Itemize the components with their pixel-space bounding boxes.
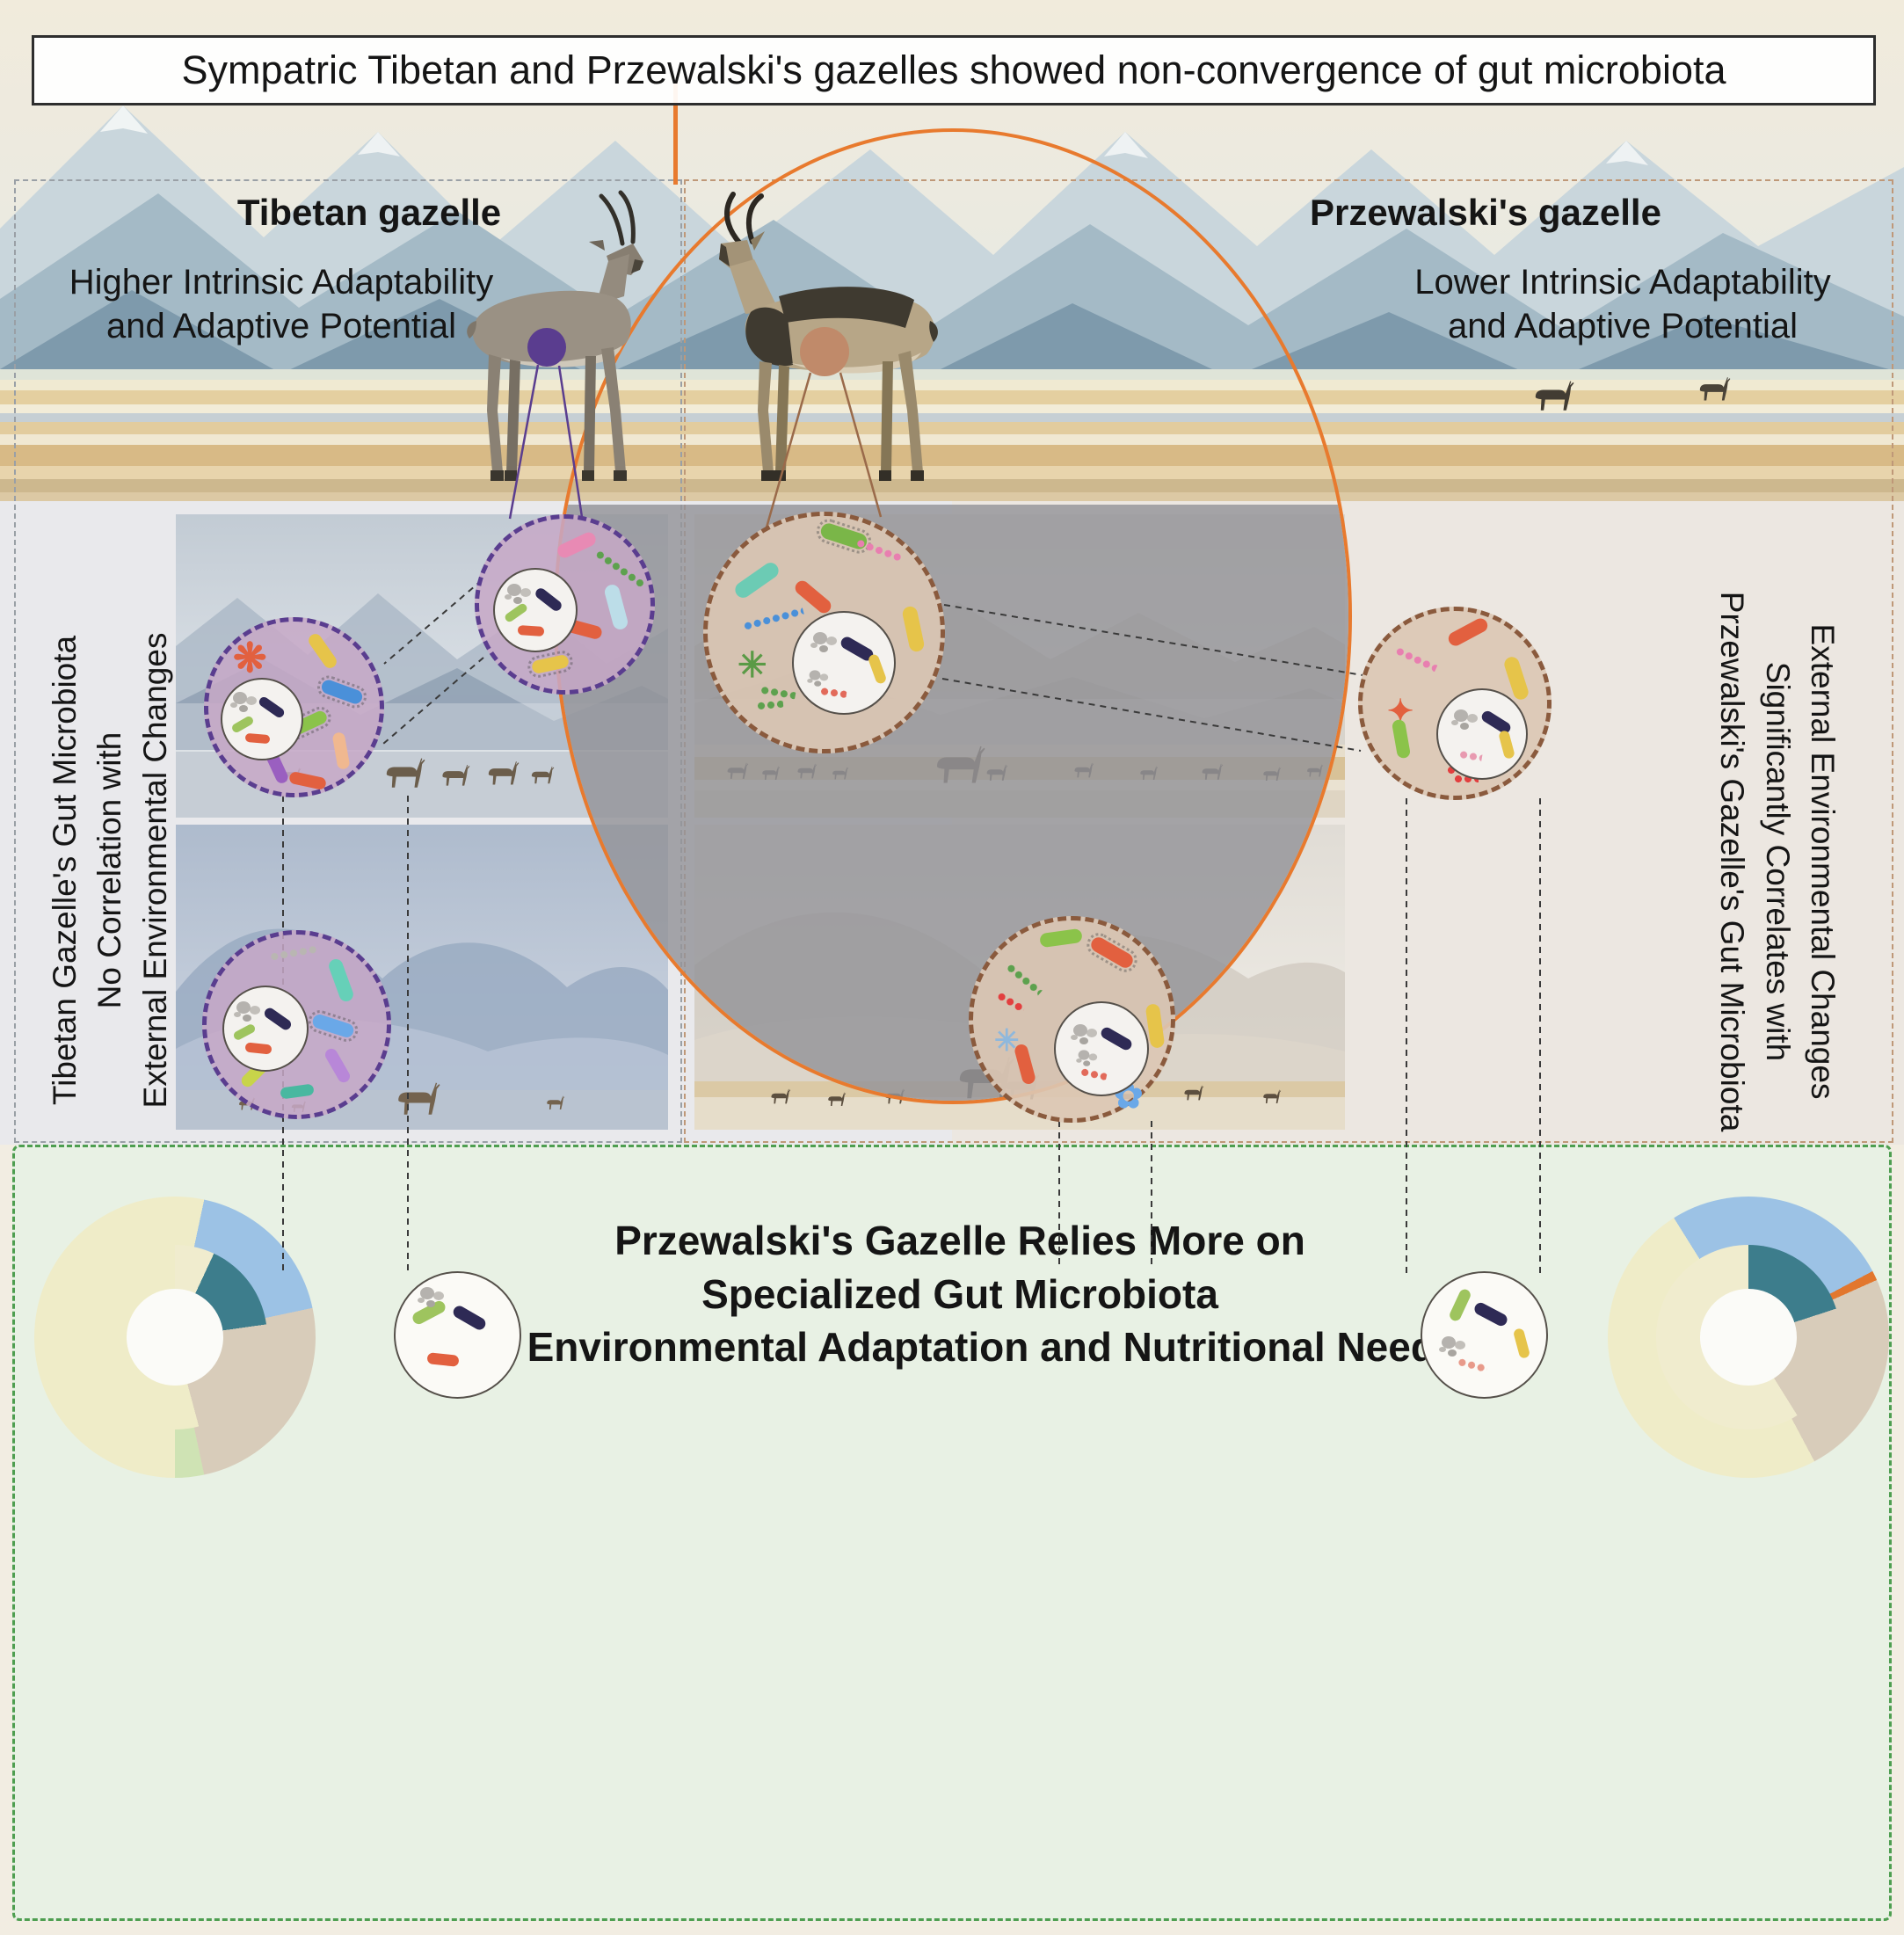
bacteria-capsule-icon <box>526 646 575 682</box>
bacteria-capsule-icon <box>1498 729 1515 760</box>
tibetan-microbiota-circle-main <box>475 514 655 695</box>
bacteria-capsule-icon <box>533 586 564 614</box>
bacteria-dot-chain-icon <box>1394 645 1438 673</box>
przewalski-taxa-donut-chart <box>1608 1197 1889 1478</box>
bacteria-capsule-icon <box>603 583 629 631</box>
bacteria-capsule-icon <box>244 732 271 745</box>
bacteria-dot-chain-icon <box>269 944 320 962</box>
bacteria-capsule-icon <box>306 631 339 671</box>
bacteria-capsule-icon <box>230 715 255 734</box>
bacteria-dot-chain-icon <box>593 549 646 589</box>
bacteria-capsule-icon <box>306 1004 360 1048</box>
gray-matter-blob-icon <box>809 670 821 680</box>
bacteria-capsule-icon <box>1502 655 1530 702</box>
tibetan-gut-sample-dot <box>527 328 566 367</box>
gray-matter-blob-icon <box>236 1001 251 1014</box>
bacteria-dot-chain-icon <box>756 699 784 711</box>
bacteria-capsule-icon <box>555 530 599 560</box>
przewalski-gut-sample-dot <box>800 327 849 376</box>
bacteria-capsule-icon <box>331 731 351 770</box>
bacteria-capsule-icon <box>262 1006 294 1032</box>
przewalski-microbiota-circle-env1: ✦ <box>1358 607 1552 800</box>
bacteria-capsule-icon <box>280 1083 315 1100</box>
bacteria-dot-chain-icon <box>742 607 805 631</box>
bacteria-capsule-icon <box>232 1022 257 1042</box>
bacteria-capsule-icon <box>867 652 888 686</box>
bacteria-capsule-icon <box>1446 615 1490 649</box>
bacteria-capsule-icon <box>426 1352 460 1367</box>
bacteria-capsule-icon <box>1084 924 1140 981</box>
bacteria-capsule-icon <box>323 1046 352 1085</box>
bacteria-capsule-icon <box>411 1298 447 1327</box>
przewalski-microbiota-circle-main: ✳ <box>703 512 945 753</box>
conclusion-text: Przewalski's Gazelle Relies More on Spec… <box>461 1218 1458 1371</box>
gray-matter-blob-icon <box>1454 709 1468 722</box>
bacteria-capsule-icon <box>1099 1025 1134 1052</box>
gray-matter-blob-icon <box>1078 1050 1090 1060</box>
tibetan-vertical-text: Tibetan Gazelle's Gut Microbiota No Corr… <box>47 632 173 1109</box>
donut-hole <box>1700 1289 1797 1386</box>
gray-matter-blob-icon <box>813 632 827 644</box>
bacteria-dot-chain-icon <box>1457 1357 1488 1374</box>
przewalski-heading: Przewalski's gazelle <box>1310 192 1661 233</box>
ellipse-gray-shade <box>557 505 1348 1101</box>
figure-title: Sympatric Tibetan and Przewalski's gazel… <box>181 47 1726 92</box>
host-cell-circle <box>222 986 309 1072</box>
conclusion-box: Przewalski's Gazelle Relies More on Spec… <box>12 1145 1892 1921</box>
przewalski-subtitle: Lower Intrinsic Adaptability and Adaptiv… <box>1414 263 1831 346</box>
bacteria-capsule-icon <box>1472 1300 1509 1328</box>
gray-matter-blob-icon <box>420 1287 434 1299</box>
host-cell-circle <box>1054 1001 1149 1096</box>
microbe-spider-icon: ❋ <box>233 635 267 680</box>
tibetan-gazelle-illustration <box>467 190 643 481</box>
gray-matter-blob-icon <box>1073 1024 1087 1037</box>
tibetan-microbiota-circle-env2 <box>202 930 391 1119</box>
przewalski-core-cell-circle <box>1421 1271 1548 1399</box>
bacteria-capsule-icon <box>503 601 529 624</box>
bacteria-dot-chain-icon <box>819 686 847 700</box>
tibetan-microbiota-circle-env1: ❋ <box>204 617 384 797</box>
bacteria-capsule-icon <box>901 605 926 653</box>
tibetan-core-cell-circle <box>394 1271 521 1399</box>
tibetan-subtitle: Higher Intrinsic Adaptability and Adapti… <box>69 263 494 346</box>
bacteria-dot-chain-icon <box>759 685 796 701</box>
bacteria-dot-chain-icon <box>1458 749 1483 763</box>
near-mountain-ridge <box>0 290 1904 394</box>
bacteria-capsule-icon <box>315 669 369 715</box>
gray-matter-blob-icon <box>507 584 521 596</box>
bacteria-capsule-icon <box>1512 1328 1531 1359</box>
title-connector-line <box>673 81 678 185</box>
bacteria-dot-chain-icon <box>854 538 904 563</box>
bacteria-capsule-icon <box>244 1042 273 1055</box>
bacteria-capsule-icon <box>1039 927 1083 949</box>
bacteria-capsule-icon <box>288 770 327 791</box>
bacteria-capsule-icon <box>1448 1287 1472 1323</box>
bacteria-dot-chain-icon <box>995 991 1027 1014</box>
host-cell-circle <box>792 611 896 715</box>
gray-matter-blob-icon <box>233 692 247 704</box>
bacteria-capsule-icon <box>451 1303 488 1333</box>
przewalski-microbiota-circle-env2: ✳ ✿ <box>969 916 1175 1123</box>
tibetan-heading: Tibetan gazelle <box>236 192 502 233</box>
bacteria-capsule-icon <box>257 695 287 720</box>
bacteria-dot-chain-icon <box>1079 1066 1108 1082</box>
microbe-star-icon: ✳ <box>738 646 767 685</box>
host-cell-circle <box>1436 688 1528 780</box>
tibetan-taxa-donut-chart <box>34 1197 316 1478</box>
gray-matter-blob-icon <box>1442 1336 1456 1349</box>
host-cell-circle <box>221 678 303 760</box>
bacteria-capsule-icon <box>1013 1043 1037 1086</box>
host-cell-circle <box>493 568 578 652</box>
figure-title-box: Sympatric Tibetan and Przewalski's gazel… <box>32 35 1876 105</box>
bacteria-capsule-icon <box>731 559 782 601</box>
przewalski-vertical-text: External Environmental Changes Significa… <box>1714 591 1841 1132</box>
bacteria-dot-cluster-icon <box>1454 775 1479 783</box>
bacteria-dot-chain-icon <box>1005 962 1043 997</box>
donut-hole <box>127 1289 223 1386</box>
bacteria-capsule-icon <box>326 957 356 1004</box>
bacteria-capsule-icon <box>517 624 545 637</box>
